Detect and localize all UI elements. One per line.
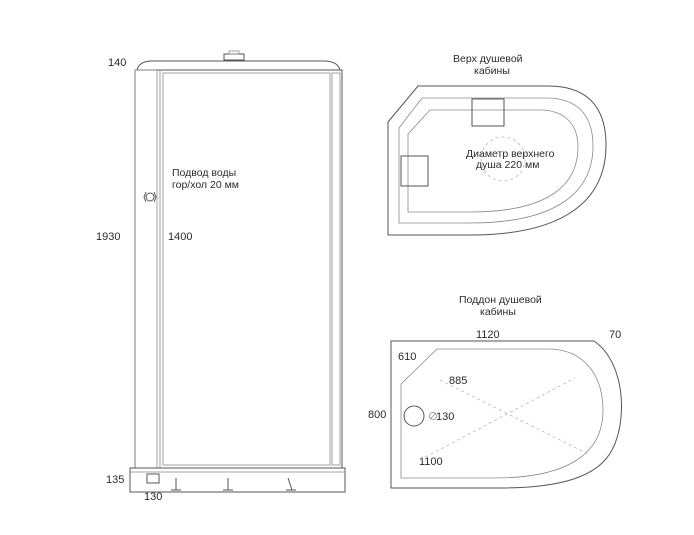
tray-diagonal-2: [419, 377, 576, 461]
drain-diameter-slash: [429, 412, 437, 420]
water-label-line1: Подвод воды: [172, 167, 236, 179]
front-tray: [129, 467, 346, 493]
dim-top: 140: [108, 57, 126, 69]
shower-label-line2: душа 220 мм: [476, 159, 539, 171]
dim-drain: 130: [436, 411, 454, 423]
roof-fitting: [223, 53, 245, 61]
drain-box: [146, 473, 160, 484]
tray-drain: [403, 405, 425, 427]
water-inlet-icon: [143, 191, 157, 203]
dim-tray-extra: 70: [609, 329, 621, 341]
tray-basin: [400, 348, 604, 479]
right-pillar: [331, 72, 341, 466]
door-panel: [162, 72, 331, 466]
tray-view-title-line1: Поддон душевой: [459, 294, 542, 306]
cabin-roof: [136, 60, 341, 71]
drain-diameter-icon: [429, 412, 437, 420]
dim-tray-depth: 800: [368, 409, 386, 421]
top-view: Верх душевой кабины Диаметр верхнего душ…: [387, 53, 607, 236]
tray-legs: [171, 477, 296, 491]
top-view-title-line2: кабины: [474, 65, 510, 77]
cabin-frame: [134, 69, 343, 469]
water-label-line2: гор/хол 20 мм: [172, 179, 239, 191]
dim-tray-width: 1120: [476, 329, 500, 341]
dim-panel: 1400: [168, 231, 192, 243]
roof-fitting-top: [228, 50, 240, 55]
dim-drain-offset: 130: [144, 491, 162, 503]
left-fixture: [400, 155, 429, 187]
shower-label-line1: Диаметр верхнего: [466, 148, 555, 160]
top-basin: [407, 109, 579, 213]
dim-diagonal: 885: [449, 375, 467, 387]
top-view-title-line1: Верх душевой: [453, 53, 523, 65]
left-pillar: [134, 69, 158, 469]
tray-view-title-line2: кабины: [480, 306, 516, 318]
dim-inner-width: 1100: [419, 456, 443, 468]
top-outline: [387, 85, 607, 236]
tray-outline: [390, 340, 622, 489]
top-inner-outline: [398, 97, 594, 224]
dim-short-side: 610: [398, 351, 416, 363]
top-fixture: [471, 98, 505, 127]
dim-height: 1930: [96, 231, 120, 243]
tray-view: Поддон душевой кабины 1120 70 800 610 88…: [368, 294, 622, 489]
tray-diagonal-1: [439, 379, 591, 456]
rain-shower-outline: [480, 136, 526, 182]
front-view: 140 1930 1400 135 130 Подвод воды гор/хо…: [96, 50, 346, 503]
dim-tray: 135: [106, 474, 124, 486]
